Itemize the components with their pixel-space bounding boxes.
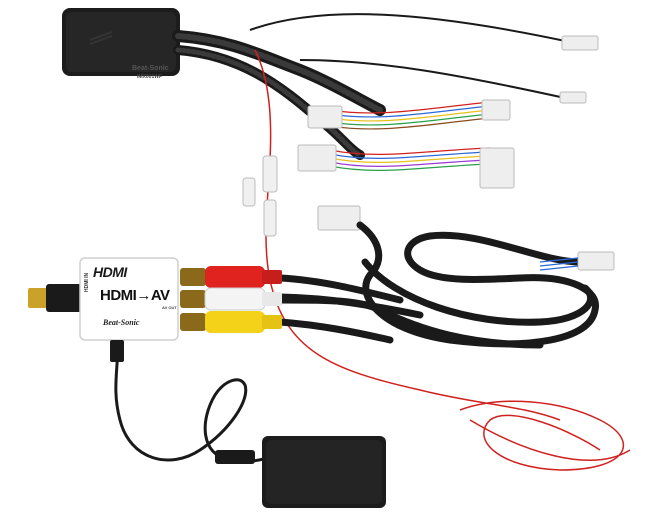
interface-box-sticker: IMX001WF bbox=[137, 74, 163, 80]
converter-hdmi-logo: HDMI bbox=[93, 264, 127, 280]
converter-body bbox=[79, 257, 179, 341]
usb-plug bbox=[110, 340, 255, 464]
thin-wires bbox=[249, 13, 571, 99]
interface-box-brand: Beat-Sonic bbox=[132, 65, 169, 72]
small-connectors bbox=[559, 35, 599, 104]
hdmi-plug bbox=[28, 284, 84, 312]
interface-box bbox=[62, 8, 180, 76]
rca-plug-yellow bbox=[180, 311, 282, 333]
braided-harness bbox=[172, 30, 386, 160]
rca-plug-white bbox=[180, 287, 282, 311]
converter-title: HDMI→AV bbox=[100, 287, 170, 304]
rca-cables bbox=[276, 274, 424, 344]
converter-brand: Beat-Sonic bbox=[103, 318, 140, 327]
coil-connector bbox=[539, 251, 615, 271]
harness-connectors bbox=[297, 99, 515, 231]
power-supply bbox=[262, 436, 386, 508]
converter-side-label: HDMI IN bbox=[84, 272, 90, 292]
rca-plug-red bbox=[180, 266, 282, 288]
inline-plugs bbox=[242, 155, 278, 237]
colored-harness bbox=[329, 101, 491, 171]
converter-sub-label: AV OUT bbox=[162, 305, 177, 310]
